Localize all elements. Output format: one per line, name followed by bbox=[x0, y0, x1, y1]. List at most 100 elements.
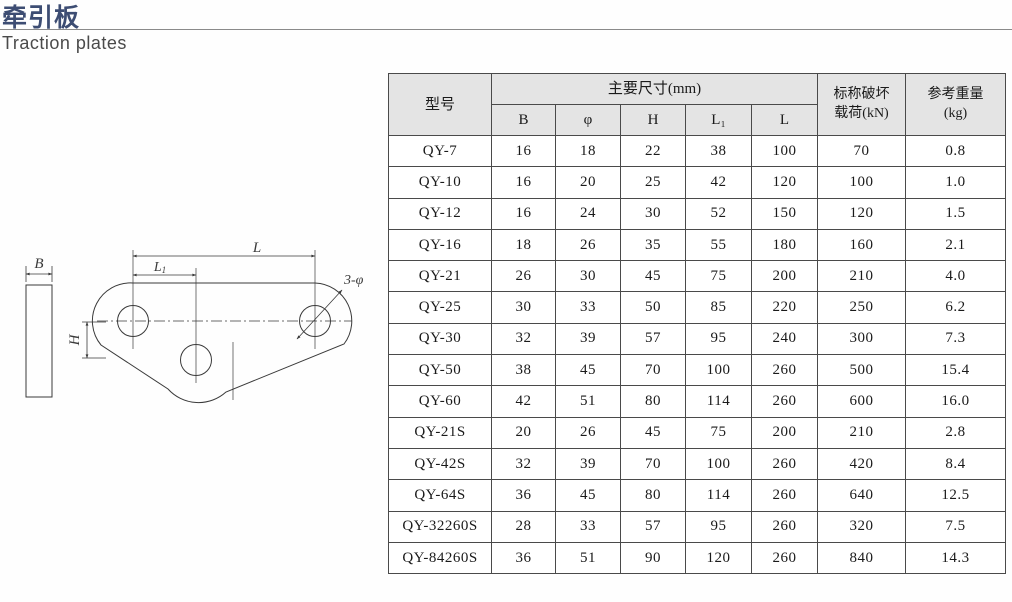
cell-l1: 114 bbox=[685, 385, 752, 418]
dimension-h-label: H bbox=[67, 333, 83, 346]
cell-l: 180 bbox=[751, 228, 818, 262]
cell-b: 32 bbox=[491, 447, 556, 481]
cell-phi: 45 bbox=[555, 354, 621, 387]
cell-load: 210 bbox=[817, 260, 906, 293]
cell-phi: 33 bbox=[555, 291, 621, 324]
cell-model: QY-64S bbox=[388, 479, 492, 512]
cell-model: QY-10 bbox=[388, 166, 492, 199]
cell-b: 16 bbox=[491, 134, 556, 168]
hole-callout bbox=[296, 289, 343, 340]
dimension-b-label: B bbox=[34, 256, 43, 272]
cell-l1: 52 bbox=[685, 197, 752, 230]
header-dim-h: H bbox=[620, 104, 686, 136]
cell-h: 90 bbox=[620, 541, 686, 575]
cell-h: 35 bbox=[620, 228, 686, 262]
cell-load: 210 bbox=[817, 416, 906, 449]
cell-weight: 7.3 bbox=[905, 322, 1006, 356]
cell-l: 260 bbox=[751, 541, 818, 575]
cell-phi: 24 bbox=[555, 197, 621, 230]
cell-l: 260 bbox=[751, 354, 818, 387]
cell-l: 200 bbox=[751, 416, 818, 449]
cell-b: 36 bbox=[491, 541, 556, 575]
cell-l1: 100 bbox=[685, 447, 752, 481]
cell-load: 600 bbox=[817, 385, 906, 418]
cell-l1: 85 bbox=[685, 291, 752, 324]
header-weight: 参考重量 (kg) bbox=[905, 73, 1006, 136]
cell-h: 45 bbox=[620, 416, 686, 449]
cell-h: 80 bbox=[620, 385, 686, 418]
cell-weight: 1.0 bbox=[905, 166, 1006, 199]
cell-weight: 2.1 bbox=[905, 228, 1006, 262]
header-load: 标称破坏 载荷(kN) bbox=[817, 73, 906, 136]
cell-weight: 1.5 bbox=[905, 197, 1006, 230]
cell-model: QY-42S bbox=[388, 447, 492, 481]
cell-model: QY-60 bbox=[388, 385, 492, 418]
cell-model: QY-21 bbox=[388, 260, 492, 293]
cell-model: QY-16 bbox=[388, 228, 492, 262]
cell-l1: 95 bbox=[685, 510, 752, 543]
cell-l: 100 bbox=[751, 134, 818, 168]
cell-h: 50 bbox=[620, 291, 686, 324]
cell-phi: 33 bbox=[555, 510, 621, 543]
side-view bbox=[25, 284, 53, 398]
cell-weight: 14.3 bbox=[905, 541, 1006, 575]
cell-l: 150 bbox=[751, 197, 818, 230]
cell-weight: 12.5 bbox=[905, 479, 1006, 512]
cell-phi: 51 bbox=[555, 385, 621, 418]
dimension-l-label: L bbox=[252, 240, 261, 256]
cell-b: 16 bbox=[491, 197, 556, 230]
cell-model: QY-25 bbox=[388, 291, 492, 324]
header-dim-b: B bbox=[491, 104, 556, 136]
cell-b: 26 bbox=[491, 260, 556, 293]
cell-phi: 45 bbox=[555, 479, 621, 512]
cell-h: 70 bbox=[620, 354, 686, 387]
cell-load: 250 bbox=[817, 291, 906, 324]
cell-l1: 75 bbox=[685, 416, 752, 449]
table-header: 型号 主要尺寸(mm) 标称破坏 载荷(kN) 参考重量 (kg) B φ H … bbox=[388, 73, 1006, 136]
header-dims-group: 主要尺寸(mm) bbox=[491, 73, 818, 105]
spec-table: 型号 主要尺寸(mm) 标称破坏 载荷(kN) 参考重量 (kg) B φ H … bbox=[388, 73, 1006, 575]
centerlines bbox=[97, 250, 352, 400]
header-dim-l: L bbox=[751, 104, 818, 136]
cell-load: 70 bbox=[817, 134, 906, 168]
cell-l: 260 bbox=[751, 385, 818, 418]
cell-phi: 39 bbox=[555, 447, 621, 481]
cell-l1: 38 bbox=[685, 134, 752, 168]
header-dim-phi: φ bbox=[555, 104, 621, 136]
plate-outline bbox=[91, 282, 353, 404]
dimension-h bbox=[82, 321, 106, 359]
cell-load: 420 bbox=[817, 447, 906, 481]
cell-model: QY-30 bbox=[388, 322, 492, 356]
header-model: 型号 bbox=[388, 73, 492, 136]
cell-model: QY-50 bbox=[388, 354, 492, 387]
title-divider bbox=[0, 29, 1012, 30]
cell-load: 500 bbox=[817, 354, 906, 387]
hole-callout-label: 3-φ bbox=[343, 273, 364, 288]
cell-model: QY-32260S bbox=[388, 510, 492, 543]
cell-h: 45 bbox=[620, 260, 686, 293]
cell-b: 42 bbox=[491, 385, 556, 418]
cell-h: 22 bbox=[620, 134, 686, 168]
cell-h: 70 bbox=[620, 447, 686, 481]
cell-b: 36 bbox=[491, 479, 556, 512]
side-view-rect bbox=[25, 284, 53, 398]
dimension-l1-label: L1 bbox=[153, 260, 166, 275]
dimension-b bbox=[25, 266, 53, 282]
cell-load: 100 bbox=[817, 166, 906, 199]
cell-b: 28 bbox=[491, 510, 556, 543]
cell-l1: 75 bbox=[685, 260, 752, 293]
cell-h: 57 bbox=[620, 322, 686, 356]
cell-l1: 120 bbox=[685, 541, 752, 575]
cell-l: 240 bbox=[751, 322, 818, 356]
cell-phi: 26 bbox=[555, 228, 621, 262]
cell-weight: 0.8 bbox=[905, 134, 1006, 168]
